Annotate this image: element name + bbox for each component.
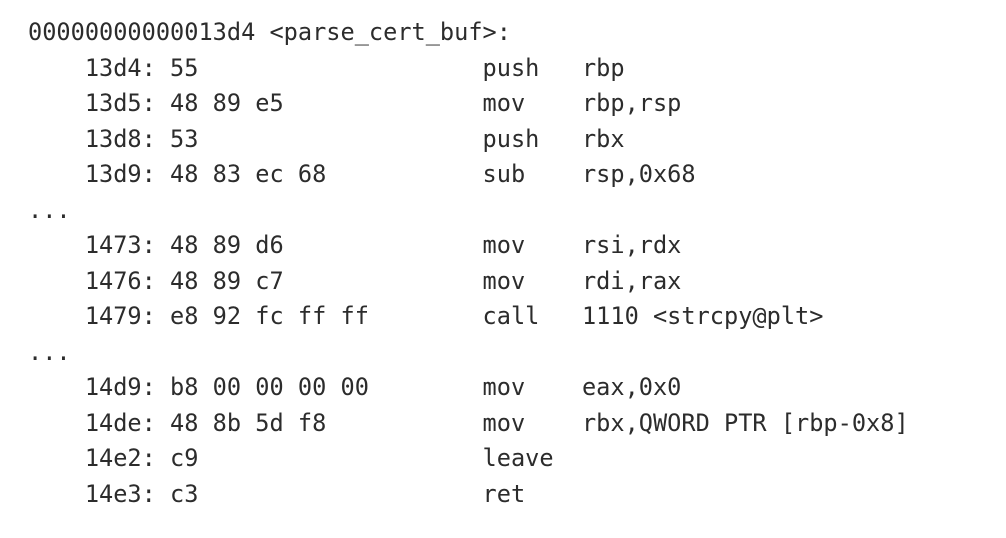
asm-line: 14d9: b8 00 00 00 00 mov eax,0x0: [28, 370, 1006, 406]
instruction-mnemonic: mov: [482, 373, 526, 401]
instruction-operands: rbx,QWORD PTR [rbp-0x8]: [581, 408, 909, 437]
instruction-bytes: 55: [170, 53, 199, 82]
instruction-operands: rbx: [581, 124, 625, 153]
instruction-mnemonic: leave: [482, 444, 554, 472]
instruction-mnemonic: push: [482, 124, 540, 153]
instruction-address: 14e2:: [84, 444, 156, 472]
instruction-address: 1479:: [84, 302, 156, 330]
instruction-address: 1473:: [84, 231, 156, 259]
instruction-bytes: 48 89 e5: [170, 89, 284, 117]
instruction-bytes: 48 89 d6: [170, 231, 284, 259]
asm-line: 1479: e8 92 fc ff ff call 1110 <strcpy@plt>: [28, 299, 1006, 335]
instruction-address: 14de:: [84, 408, 156, 437]
instruction-operands: rbp: [581, 53, 625, 82]
ellipsis-line: ...: [28, 195, 71, 224]
instruction-mnemonic: mov: [482, 266, 526, 295]
disassembly-listing: 00000000000013d4 <parse_cert_buf>: 13d4:…: [28, 18, 1006, 513]
indent: [28, 86, 85, 122]
asm-line: 13d9: 48 83 ec 68 sub rsp,0x68: [28, 157, 1006, 193]
instruction-mnemonic: mov: [482, 89, 526, 117]
instruction-address: 13d9:: [84, 160, 156, 188]
asm-line: 14e3: c3 ret: [28, 477, 1006, 513]
instruction-mnemonic: call: [482, 302, 540, 330]
indent: [28, 441, 85, 477]
indent: [28, 406, 85, 442]
asm-line: 14e2: c9 leave: [28, 441, 1006, 477]
indent: [28, 122, 85, 158]
instruction-bytes: 48 83 ec 68: [170, 160, 327, 188]
ellipsis-line: ...: [28, 337, 71, 366]
instruction-operands: rsi,rdx: [581, 231, 682, 259]
indent: [28, 477, 85, 513]
instruction-bytes: c3: [170, 479, 199, 508]
asm-line: 13d4: 55 push rbp: [28, 51, 1006, 87]
instruction-address: 13d8:: [84, 124, 156, 153]
instruction-address: 14d9:: [84, 373, 156, 401]
instruction-operands: rbp,rsp: [581, 89, 682, 117]
indent: [28, 370, 85, 406]
indent: [28, 157, 85, 193]
instruction-mnemonic: mov: [482, 408, 526, 437]
instruction-bytes: b8 00 00 00 00: [170, 373, 369, 401]
instruction-address: 1476:: [84, 266, 156, 295]
instruction-address: 14e3:: [84, 479, 156, 508]
indent: [28, 51, 85, 87]
instruction-bytes: 53: [170, 124, 199, 153]
asm-line: 13d5: 48 89 e5 mov rbp,rsp: [28, 86, 1006, 122]
instruction-address: 13d5:: [84, 89, 156, 117]
indent: [28, 299, 85, 335]
instruction-mnemonic: push: [482, 53, 540, 82]
instruction-operands: rdi,rax: [581, 266, 682, 295]
function-header: 00000000000013d4 <parse_cert_buf>:: [28, 18, 511, 46]
asm-line: 14de: 48 8b 5d f8 mov rbx,QWORD PTR [rbp-0x…: [28, 406, 1006, 442]
indent: [28, 264, 85, 300]
indent: [28, 228, 85, 264]
instruction-mnemonic: ret: [482, 479, 526, 508]
instruction-operands: 1110 <strcpy@plt>: [581, 302, 824, 330]
asm-line: 1476: 48 89 c7 mov rdi,rax: [28, 264, 1006, 300]
instruction-operands: eax,0x0: [581, 373, 682, 401]
instruction-address: 13d4:: [84, 53, 156, 82]
instruction-bytes: c9: [170, 444, 199, 472]
asm-line: 13d8: 53 push rbx: [28, 122, 1006, 158]
instruction-bytes: e8 92 fc ff ff: [170, 302, 369, 330]
instruction-operands: rsp,0x68: [581, 160, 696, 188]
asm-line: 1473: 48 89 d6 mov rsi,rdx: [28, 228, 1006, 264]
instruction-bytes: 48 8b 5d f8: [170, 408, 327, 437]
instruction-mnemonic: sub: [482, 160, 526, 188]
instruction-bytes: 48 89 c7: [170, 266, 284, 295]
instruction-mnemonic: mov: [482, 231, 526, 259]
